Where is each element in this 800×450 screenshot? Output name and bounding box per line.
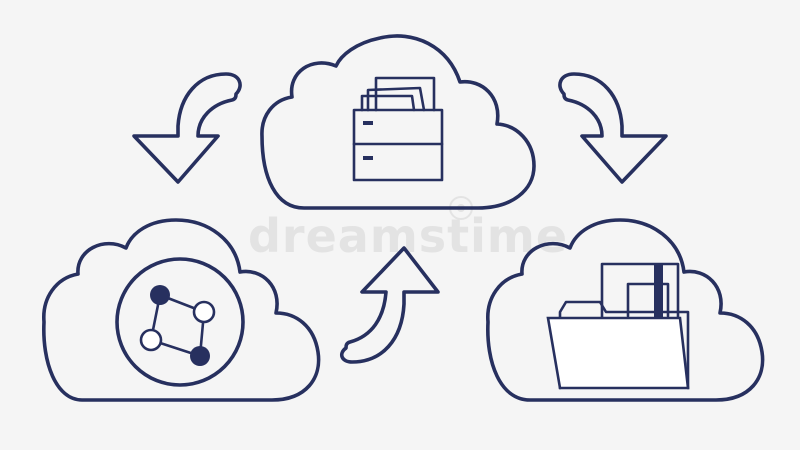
folder-front xyxy=(546,316,690,390)
arrow-left-to-top xyxy=(339,246,440,364)
network-ring xyxy=(115,257,245,387)
folder-back xyxy=(558,300,690,390)
server-slot-top xyxy=(363,121,373,125)
network-node-open-left xyxy=(139,328,163,352)
curved-arrow-icon xyxy=(132,72,242,184)
cloud-network-icon xyxy=(115,257,245,387)
arrow-top-to-right xyxy=(558,72,668,184)
cloud-right-outline xyxy=(486,218,765,402)
cloud-left-outline xyxy=(42,218,321,402)
network-node-filled-bottom xyxy=(190,346,210,366)
server-folder-front xyxy=(360,94,416,112)
arrow-top-to-left xyxy=(132,72,242,184)
network-node-filled-top xyxy=(150,285,170,305)
cloud-folder-icon xyxy=(546,262,690,390)
cloud-right xyxy=(486,218,765,402)
server-folder-back xyxy=(374,76,436,112)
curved-arrow-icon xyxy=(558,72,668,184)
curved-arrow-icon xyxy=(339,246,440,364)
folder-doc-stripe xyxy=(654,264,663,364)
server-slot-bottom xyxy=(363,156,373,160)
server-folder-middle xyxy=(366,86,426,112)
cloud-server-icon xyxy=(352,76,444,182)
folder-doc-front xyxy=(626,282,670,318)
network-node-open-right xyxy=(192,300,216,324)
cloud-left xyxy=(42,218,321,402)
cloud-top xyxy=(260,34,536,210)
cloud-top-outline xyxy=(260,34,536,210)
